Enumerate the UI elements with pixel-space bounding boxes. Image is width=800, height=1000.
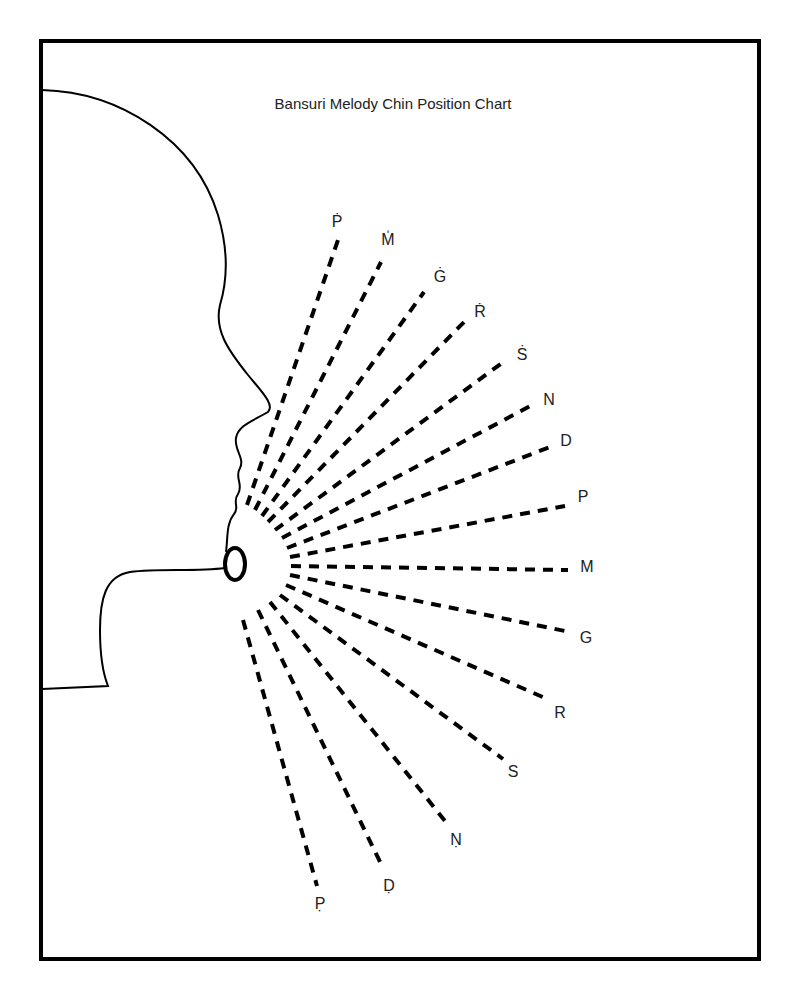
note-label: Ṡ (516, 345, 529, 365)
position-ray (286, 585, 545, 698)
position-rays (243, 240, 568, 886)
note-label: P (577, 487, 590, 507)
note-label: Ṇ (449, 830, 463, 850)
position-ray (290, 506, 565, 557)
chart-title: Bansuri Melody Chin Position Chart (275, 95, 512, 112)
position-ray (282, 404, 534, 538)
position-ray (270, 602, 449, 826)
note-label: Ṙ (473, 302, 487, 322)
page-frame (41, 41, 759, 959)
position-ray (262, 292, 424, 516)
position-ray (255, 262, 381, 510)
note-label: R (553, 703, 567, 723)
note-label: M (579, 557, 594, 577)
note-label: D (559, 431, 573, 451)
flute-embouchure (225, 548, 245, 580)
position-ray (275, 360, 506, 530)
note-label: G (579, 628, 593, 648)
position-ray (243, 620, 317, 886)
note-label: N (542, 390, 556, 410)
note-label: Ṗ (331, 212, 344, 232)
note-label: S (507, 762, 520, 782)
position-ray (280, 595, 503, 759)
note-label: P̣ (314, 894, 327, 914)
note-label: Ḍ (382, 876, 396, 896)
position-ray (258, 610, 382, 866)
chin-profile (42, 568, 225, 689)
note-label: Ġ (433, 267, 447, 287)
position-ray (291, 566, 568, 570)
face-profile (42, 90, 270, 552)
note-label: M̍ (380, 230, 395, 250)
position-ray (290, 575, 565, 631)
